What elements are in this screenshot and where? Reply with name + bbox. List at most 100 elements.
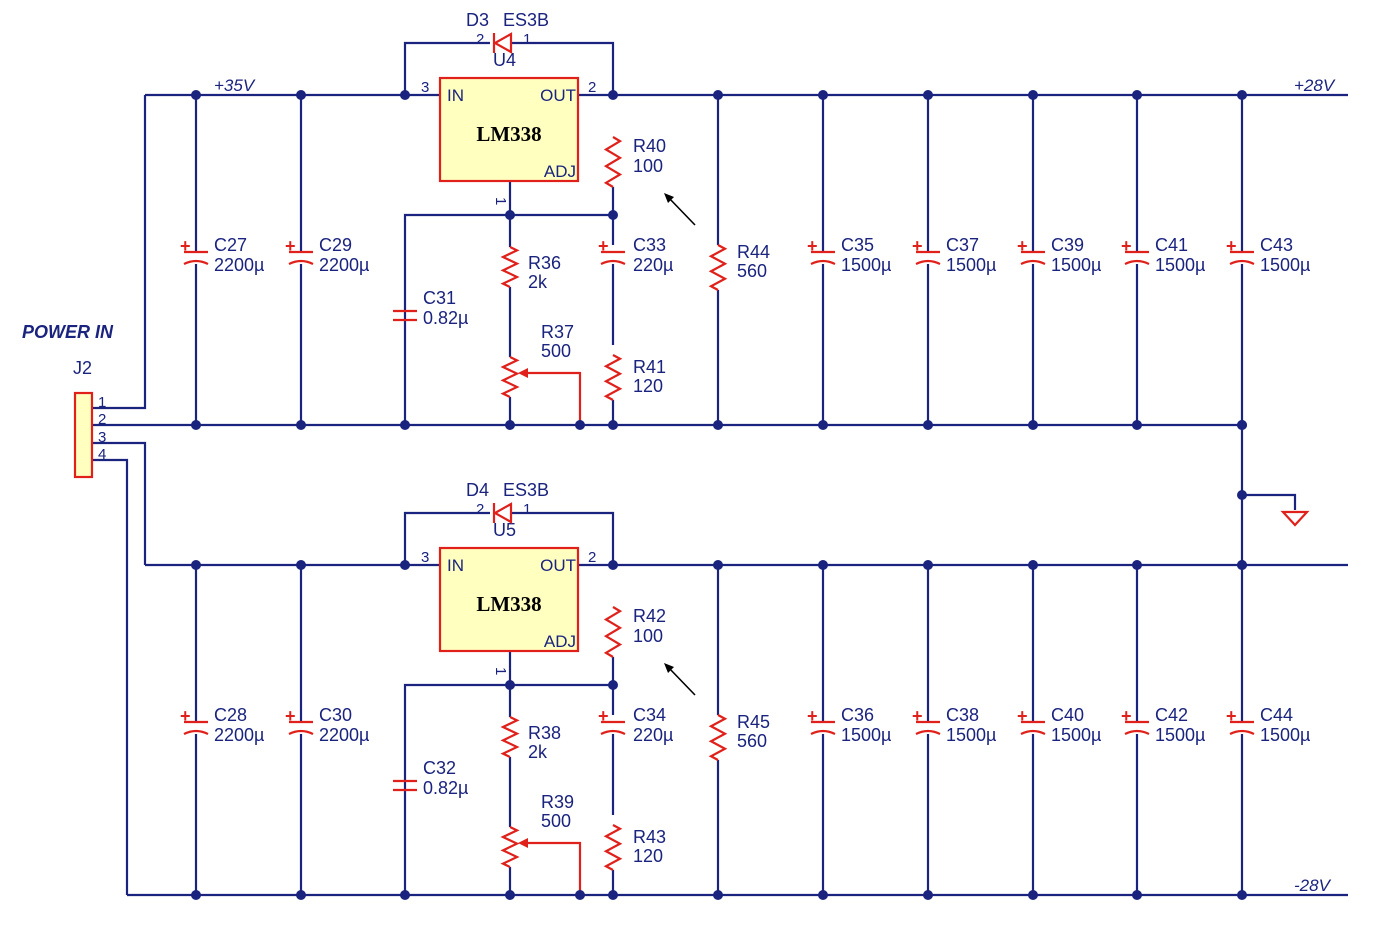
bottom-c-out-value: 1500µ [841, 725, 891, 745]
bottom-c_in2-plus: + [285, 706, 296, 726]
bottom-r-top-value: 100 [633, 626, 663, 646]
top-c-filter-plus: + [598, 236, 609, 256]
bottom-pin-in-label: IN [447, 556, 464, 575]
bottom-c-out-plus: + [1226, 706, 1237, 726]
junction-dot [608, 90, 618, 100]
top-pot-value: 500 [541, 341, 571, 361]
bottom-c-out-plus: + [1121, 706, 1132, 726]
junction-dot [1237, 90, 1247, 100]
bottom-c-out-value: 1500µ [946, 725, 996, 745]
junction-dot [505, 680, 515, 690]
j2-pin-number: 3 [98, 429, 106, 446]
top-c-out-0-plate-bottom [810, 259, 836, 265]
junction-dot [400, 90, 410, 100]
top-c-out-2-plate-bottom [1020, 259, 1046, 265]
top-c_in1-value: 2200µ [214, 255, 264, 275]
top-r-top-ref: R40 [633, 136, 666, 156]
top-regulator-body [438, 76, 580, 183]
bottom-regulator-body [438, 546, 580, 653]
junction-dot [1132, 90, 1142, 100]
junction-dot [296, 90, 306, 100]
top-pin-adj-number: 1 [492, 197, 509, 205]
bottom-c-out-value: 1500µ [1155, 725, 1205, 745]
bottom-r-set-value: 2k [528, 742, 548, 762]
bottom-r-bot-value: 120 [633, 846, 663, 866]
top-c_in2-value: 2200µ [319, 255, 369, 275]
junction-dot [713, 90, 723, 100]
bottom-pin-out-number: 2 [588, 549, 596, 566]
j2-pin-number: 1 [98, 394, 106, 411]
top-c-out-ref: C41 [1155, 235, 1188, 255]
junction-dot [923, 560, 933, 570]
top-c-adj-value: 0.82µ [423, 308, 468, 328]
top-adj-node-wire [403, 213, 613, 425]
junction-dot [1028, 90, 1038, 100]
top-pin-in-number: 3 [421, 79, 429, 96]
top-pot-arrow [518, 368, 528, 378]
junction-dot [818, 890, 828, 900]
bottom-r-bot [603, 824, 623, 871]
ground-icon [1280, 510, 1310, 527]
j2-pin1-wire [92, 95, 147, 410]
junction-dot [713, 420, 723, 430]
junction-dot [1028, 560, 1038, 570]
top-c-out-value: 1500µ [1260, 255, 1310, 275]
top-r-set [500, 246, 520, 288]
junction-dot [608, 420, 618, 430]
top-r-load-ref: R44 [737, 242, 770, 262]
junction-dot [1237, 560, 1247, 570]
rail-label-in: +35V [214, 76, 256, 95]
top-c-filter-value: 220µ [633, 255, 673, 275]
top-c-out-value: 1500µ [1051, 255, 1101, 275]
bottom-c-adj-ref: C32 [423, 758, 456, 778]
junction-dot [296, 420, 306, 430]
top-c-out-plus: + [1017, 236, 1028, 256]
bottom-c-out-ref: C40 [1051, 705, 1084, 725]
top-c-out-4-plate-bottom [1229, 259, 1255, 265]
bottom-c-out-ref: C36 [841, 705, 874, 725]
top-c-out-value: 1500µ [841, 255, 891, 275]
top-annotation-arrow [667, 196, 696, 226]
top-r-bot-ref: R41 [633, 357, 666, 377]
junction-dot [1132, 420, 1142, 430]
j2-pin3-wire [92, 441, 147, 565]
junction-dot [296, 560, 306, 570]
junction-dot [400, 420, 410, 430]
junction-dot [191, 420, 201, 430]
bottom-c_in1-plate-bottom [183, 729, 209, 735]
top-regulator-ref: U4 [493, 50, 516, 70]
rail-label-out-neg: -28V [1294, 876, 1332, 895]
bottom-r-top [603, 606, 623, 658]
top-c-adj-ref: C31 [423, 288, 456, 308]
junction-dot [713, 890, 723, 900]
bottom-r-load-value: 560 [737, 731, 767, 751]
junction-dot [400, 560, 410, 570]
junction-dots [191, 90, 1247, 900]
junction-dot [1028, 890, 1038, 900]
bottom-c_in2-plate-bottom [288, 729, 314, 735]
junction-dot [1028, 420, 1038, 430]
bottom-pot-arrow [518, 838, 528, 848]
top-c-out-ref: C37 [946, 235, 979, 255]
j2-connector-body [73, 391, 94, 479]
bottom-c-out-plus: + [912, 706, 923, 726]
top-r-set-ref: R36 [528, 253, 561, 273]
top-r-bot [603, 354, 623, 401]
bottom-c-out-1-plate-bottom [915, 729, 941, 735]
wires [92, 41, 1348, 897]
top-pot [500, 356, 520, 398]
bottom-c-out-3-plate-bottom [1124, 729, 1150, 735]
bottom-pot-ref: R39 [541, 792, 574, 812]
bottom-diode-pin-a: 2 [476, 501, 484, 518]
top-c-out-plus: + [912, 236, 923, 256]
ground-symbol-wire [1242, 493, 1297, 510]
junction-dot [608, 560, 618, 570]
top-c_in1-plus: + [180, 236, 191, 256]
junction-dot [575, 420, 585, 430]
rail-label-out-pos: +28V [1294, 76, 1336, 95]
top-c-out-plus: + [1121, 236, 1132, 256]
junction-dot [608, 210, 618, 220]
junction-dot [1237, 490, 1247, 500]
